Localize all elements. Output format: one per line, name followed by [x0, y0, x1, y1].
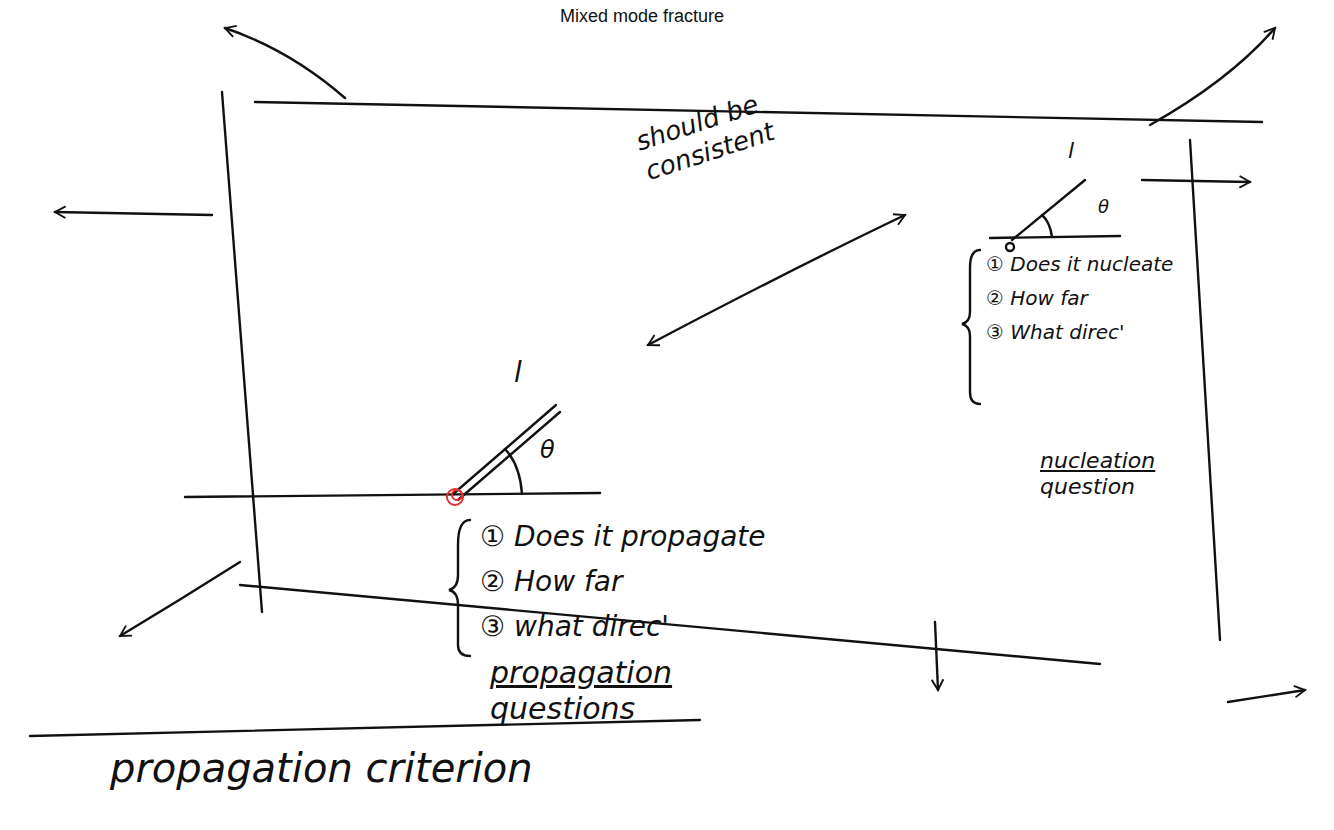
handwritten-note: nucleation question: [1040, 448, 1190, 501]
handwritten-note: ② How far: [480, 565, 623, 599]
load-arrow: [55, 212, 212, 215]
handwritten-note: propagation criterion: [110, 744, 533, 792]
crack-tip-mark: [447, 489, 463, 505]
plate-edge: [222, 92, 262, 612]
plate-edge: [1190, 140, 1220, 640]
handwritten-note: ② How far: [986, 286, 1088, 310]
handwritten-note: ① Does it propagate: [480, 520, 766, 554]
handwritten-note: ① Does it nucleate: [986, 252, 1173, 276]
crack-tip: [1006, 243, 1014, 251]
crack-tip-mark: [452, 490, 462, 500]
handwritten-note: ③ what direc': [480, 610, 669, 644]
handwritten-note: θ: [1098, 196, 1109, 218]
page-title: Mixed mode fracture: [560, 6, 724, 27]
crack-line: [458, 412, 560, 500]
consistency-arrow: [648, 215, 905, 345]
reference-line: [185, 493, 600, 497]
handwritten-note: l: [1068, 138, 1074, 164]
handwritten-note: l: [514, 356, 522, 390]
bracket: [449, 520, 470, 656]
load-arrow: [120, 562, 240, 636]
crack-line: [452, 405, 556, 495]
angle-arc: [1042, 215, 1052, 237]
handwritten-note: should be consistent: [632, 79, 803, 188]
load-arrow: [935, 622, 938, 690]
bracket: [962, 250, 980, 404]
plate-edge: [240, 585, 1100, 664]
handwritten-note: propagation questions: [490, 655, 710, 727]
handwritten-note: ③ What direc': [986, 320, 1124, 344]
load-arrow: [225, 28, 345, 98]
handwritten-note: θ: [540, 436, 555, 465]
crack-line: [1012, 180, 1085, 240]
load-arrow: [1142, 180, 1250, 182]
load-arrow: [1228, 690, 1305, 702]
reference-line: [990, 236, 1120, 238]
angle-arc: [505, 449, 522, 494]
load-arrow: [1150, 28, 1275, 125]
